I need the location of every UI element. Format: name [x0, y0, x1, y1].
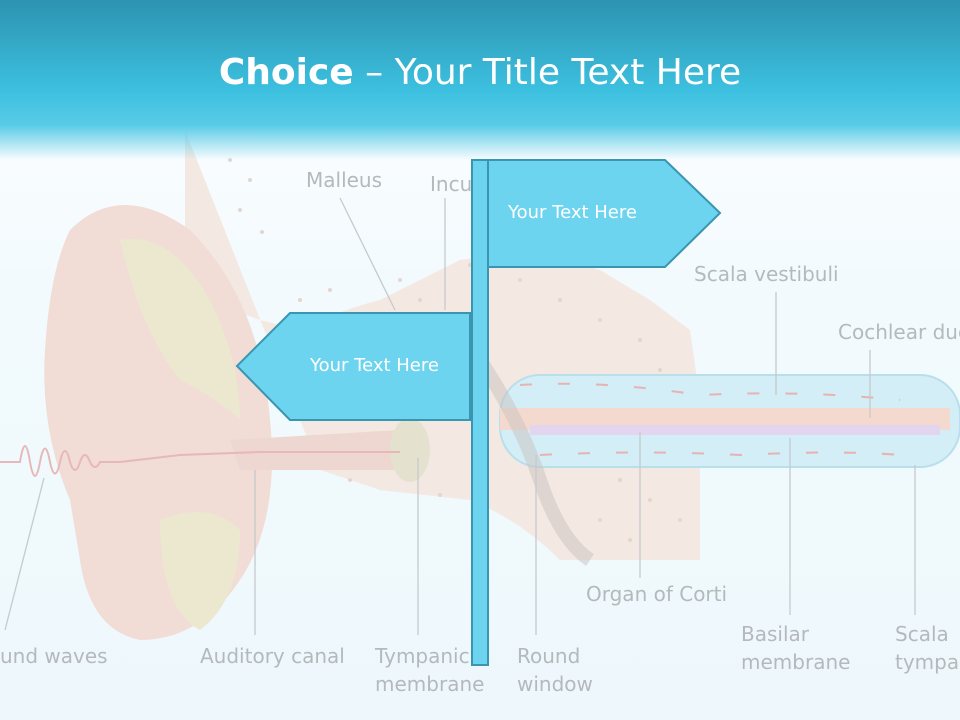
label-scala-tympani-line-2: tympar [895, 650, 960, 674]
label-cochlear-duct: Cochlear duc [838, 320, 960, 344]
left-sign-text[interactable]: Your Text Here [310, 355, 439, 376]
auditory-canal-shape [230, 430, 414, 470]
fluid-flow-arrows-lower [539, 451, 901, 457]
bone-texture-dots [228, 158, 682, 542]
basilar-membrane-band [530, 425, 940, 435]
title-bold-word: Choice [218, 52, 354, 93]
left-arrow-sign[interactable] [235, 312, 471, 421]
tympanic-membrane-shape [390, 418, 430, 482]
title-banner [0, 0, 960, 160]
label-tympanic-line-1: Tympanic [375, 644, 470, 668]
label-scala-tympani-line-1: Scala [895, 622, 949, 646]
label-leader-lines [4, 197, 916, 635]
slide-title[interactable]: Choice – Your Title Text Here [0, 52, 960, 93]
label-organ-of-corti: Organ of Corti [586, 582, 728, 606]
label-malleus: Malleus [306, 168, 383, 192]
label-auditory-canal: Auditory canal [200, 644, 345, 668]
right-sign-text[interactable]: Your Text Here [508, 202, 637, 223]
cochlear-duct-band [500, 408, 950, 430]
oval-window-wall [474, 356, 595, 566]
label-sound-waves: und waves [0, 644, 108, 668]
label-incus: Incu [430, 172, 473, 196]
ear-fold-shape [120, 238, 240, 420]
ear-lobe-shape [160, 512, 240, 630]
label-basilar-line-2: membrane [741, 650, 851, 674]
label-scala-vestibuli: Scala vestibuli [694, 262, 839, 286]
title-rest-text: – Your Title Text Here [353, 52, 742, 93]
label-round-window-line-2: window [517, 672, 593, 696]
label-tympanic-line-2: membrane [375, 672, 485, 696]
label-basilar-line-1: Basilar [741, 622, 809, 646]
sound-wave-line [0, 445, 400, 477]
signpost-pole [471, 159, 489, 666]
right-arrow-sign[interactable] [487, 159, 722, 268]
label-round-window-line-1: Round [517, 644, 581, 668]
